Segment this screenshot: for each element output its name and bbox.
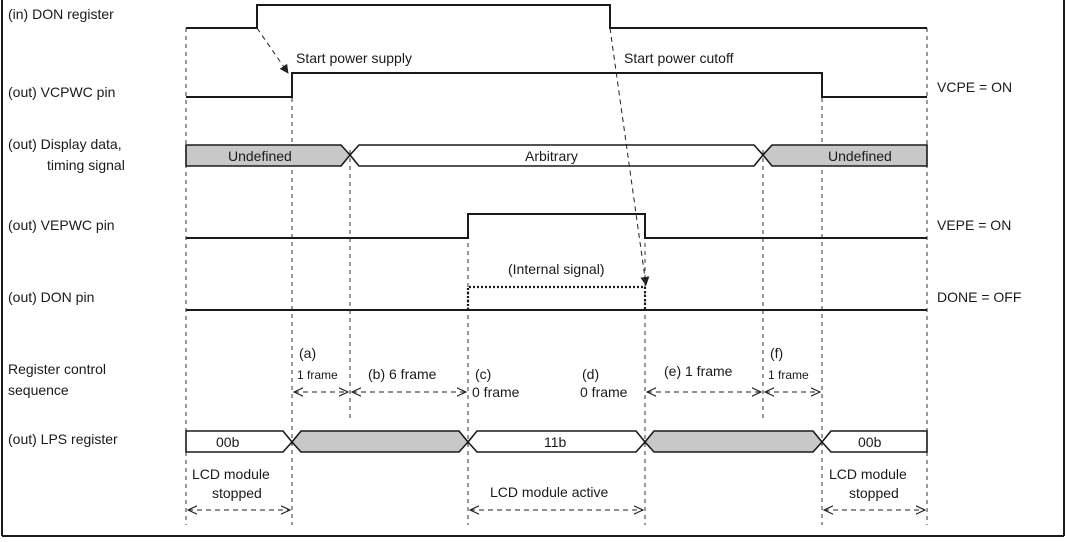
seq-c-label: (c) (475, 366, 491, 382)
seq-e-label: (e) 1 frame (664, 363, 733, 379)
annotation-start-power-supply: Start power supply (296, 50, 412, 66)
state-stopped-left-2: stopped (212, 485, 262, 501)
don-pin-internal-signal (466, 285, 647, 310)
lps-bus-transition-2 (643, 430, 824, 453)
state-stopped-left-1: LCD module (192, 466, 270, 482)
annotation-internal-signal: (Internal signal) (508, 261, 605, 277)
display-bus-arbitrary (348, 144, 765, 167)
label-display-data-2: timing signal (47, 157, 125, 173)
lps-bus-00b-right (820, 430, 928, 453)
don-register-waveform (186, 4, 927, 29)
arrow-don-to-internal-signal (609, 27, 650, 286)
label-display-data-1: (out) Display data, (8, 136, 122, 152)
arrow-don-to-vcpwc (256, 27, 289, 74)
seq-c-frames: 0 frame (472, 384, 520, 400)
display-bus-undefined-right-label: Undefined (828, 148, 892, 164)
state-stopped-right-2: stopped (849, 485, 899, 501)
label-done-off: DONE = OFF (937, 289, 1021, 305)
label-lps-register: (out) LPS register (8, 431, 118, 447)
display-bus-arbitrary-label: Arbitrary (525, 148, 578, 164)
vcpwc-waveform (186, 72, 927, 98)
seq-d-label: (d) (582, 366, 599, 382)
lps-bus-00b-right-label: 00b (858, 434, 882, 450)
state-active: LCD module active (490, 484, 608, 500)
seq-b-label: (b) 6 frame (368, 366, 437, 382)
label-register-sequence-1: Register control (8, 361, 106, 377)
lps-bus-00b-left-label: 00b (216, 434, 240, 450)
seq-a-label: (a) (299, 345, 316, 361)
lps-bus-11b (466, 430, 647, 453)
annotation-start-power-cutoff: Start power cutoff (624, 50, 734, 66)
label-vepe-on: VEPE = ON (937, 217, 1011, 233)
display-bus-undefined-left (185, 144, 352, 167)
seq-f-label: (f) (770, 345, 783, 361)
seq-a-frames: 1 frame (297, 368, 338, 382)
display-bus-undefined-right (761, 144, 928, 167)
vepwc-waveform (186, 213, 927, 239)
seq-d-frames: 0 frame (580, 384, 628, 400)
display-bus-undefined-left-label: Undefined (228, 148, 292, 164)
lps-bus-transition-1 (290, 430, 470, 453)
label-don-pin: (out) DON pin (8, 289, 94, 305)
label-register-sequence-2: sequence (8, 382, 69, 398)
label-don-register: (in) DON register (8, 6, 114, 22)
label-vcpe-on: VCPE = ON (937, 79, 1012, 95)
state-stopped-right-1: LCD module (829, 466, 907, 482)
seq-f-frames: 1 frame (768, 368, 809, 382)
lps-bus-00b-left (185, 430, 294, 453)
label-vcpwc-pin: (out) VCPWC pin (8, 84, 115, 100)
lps-bus-11b-label: 11b (544, 434, 567, 450)
label-vepwc-pin: (out) VEPWC pin (8, 217, 115, 233)
